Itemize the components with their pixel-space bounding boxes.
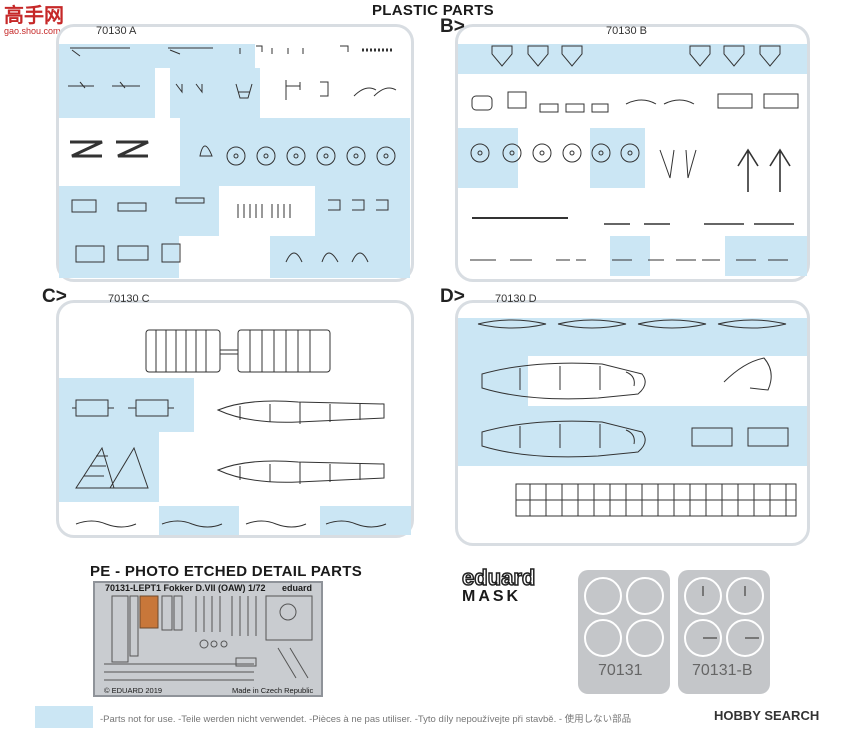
pe-fret-title: 70131-LEPT1 Fokker D.VII (OAW) 1/72 [105, 583, 266, 593]
sprue-code: 70130 B [606, 25, 647, 37]
unused-zone [59, 236, 179, 278]
page-title: PLASTIC PARTS [372, 2, 494, 19]
unused-zone [610, 236, 650, 276]
sprue-code: 70130 C [108, 293, 150, 305]
unused-zone [180, 118, 410, 186]
unused-zone [315, 186, 410, 236]
pe-fret [93, 581, 323, 697]
pe-brand: eduard [282, 583, 313, 593]
watermark-logo: 高手网 gao.shou.com [4, 6, 64, 36]
unused-zone [458, 356, 528, 406]
mask-logo: eduard MASK [461, 565, 536, 606]
sprue-letter: D> [440, 286, 465, 307]
mask-code: 70131 [598, 662, 643, 679]
unused-zone [458, 318, 807, 356]
mask-logo-sub: MASK [462, 588, 522, 605]
unused-zone [458, 406, 807, 466]
watermark-sub: gao.shou.com [4, 26, 61, 36]
hobby-search-watermark: HOBBY SEARCH [714, 708, 820, 723]
unused-zone [59, 432, 159, 502]
mask-logo-brand: eduard [461, 565, 536, 590]
sprue-code: 70130 D [495, 293, 537, 305]
pe-copyright: © EDUARD 2019 [104, 686, 163, 695]
unused-zone [270, 236, 410, 278]
pe-made-in: Made in Czech Republic [232, 686, 314, 695]
unused-legend-text: -Parts not for use. -Teile werden nicht … [100, 714, 632, 725]
unused-zone [170, 68, 260, 118]
unused-zone [458, 44, 807, 74]
sprue-letter: B> [440, 16, 465, 37]
sprue-letter: C> [42, 286, 67, 307]
mask-code: 70131-B [692, 662, 753, 679]
unused-zone [59, 44, 155, 118]
pe-section-title: PE - PHOTO ETCHED DETAIL PARTS [90, 563, 363, 580]
mask-sheet [678, 570, 770, 694]
unused-zone [725, 236, 807, 276]
unused-zone [320, 506, 411, 535]
unused-zone [59, 378, 194, 432]
unused-legend-swatch [35, 706, 93, 728]
unused-zone [159, 506, 239, 535]
unused-zone [590, 128, 645, 188]
watermark-main: 高手网 [4, 5, 64, 27]
sprue-code: 70130 A [96, 25, 137, 37]
mask-sheet [578, 570, 670, 694]
